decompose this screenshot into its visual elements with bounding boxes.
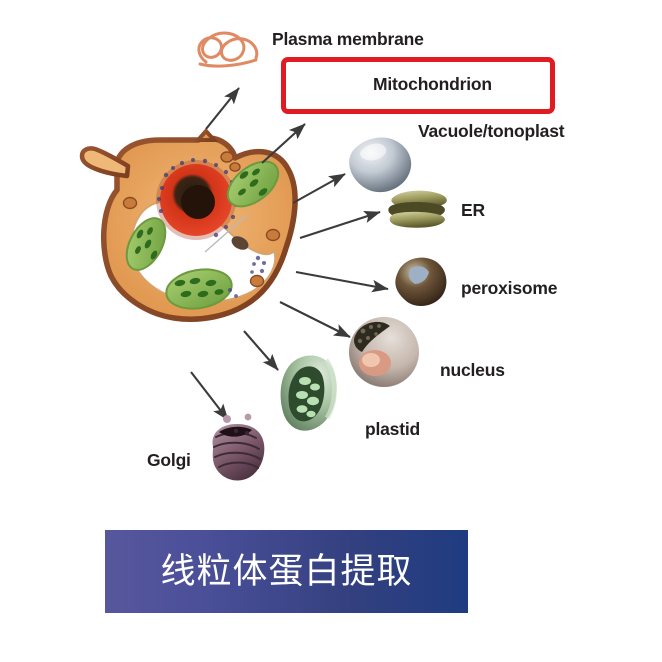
label-golgi: Golgi [147, 450, 191, 470]
mitochondrial-protein-extraction-banner[interactable]: 线粒体蛋白提取 [105, 530, 468, 613]
label-er: ER [461, 200, 485, 220]
peroxisome-icon [395, 257, 447, 306]
arrow-to-nucleus [279, 301, 351, 338]
arrow-group [190, 87, 389, 421]
organelle-diagram: Plasma membrane Mitochondrion Vacuole/to… [79, 29, 565, 481]
label-plastid: plastid [365, 419, 420, 439]
nucleus-icon [349, 317, 419, 387]
endoplasmic-reticulum-icon [388, 190, 447, 228]
arrow-to-plastid [243, 330, 279, 371]
squiggle-membrane-icon [197, 31, 259, 68]
plastid-icon [280, 355, 337, 431]
vacuole-icon [349, 137, 412, 193]
banner-title: 线粒体蛋白提取 [160, 552, 413, 591]
arrow-to-er [299, 210, 381, 239]
diagram-artwork [79, 31, 447, 481]
label-peroxisome: peroxisome [461, 278, 558, 298]
label-plasma-membrane: Plasma membrane [272, 29, 424, 49]
label-nucleus: nucleus [440, 360, 505, 380]
label-vacuole: Vacuole/tonoplast [418, 121, 565, 141]
arrow-to-plasma-membrane [205, 87, 240, 130]
arrow-to-vacuole [292, 173, 346, 204]
mitochondrion-highlight-box [281, 57, 555, 114]
arrow-to-peroxisome [295, 270, 389, 293]
arrow-to-golgi [190, 371, 229, 421]
label-mitochondrion: Mitochondrion [373, 74, 492, 94]
plant-cell-icon [79, 127, 298, 322]
arrow-to-mitochondrion [261, 123, 306, 164]
golgi-icon [212, 413, 265, 481]
